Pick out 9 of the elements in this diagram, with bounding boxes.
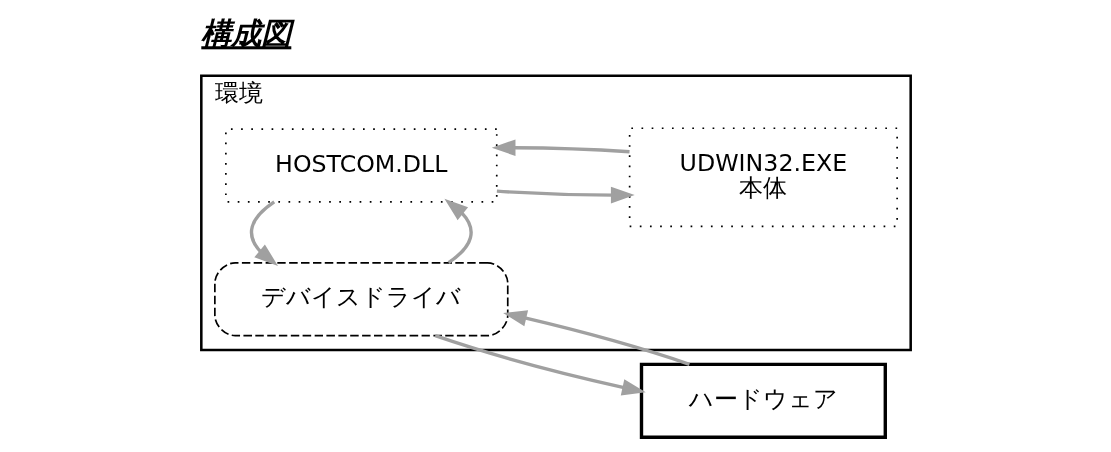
node-box: HOSTCOM.DLL: [224, 128, 498, 203]
arrow: [443, 198, 473, 265]
arrow: [496, 186, 635, 204]
arrow: [502, 310, 690, 366]
arrow: [491, 139, 630, 157]
node-box: ハードウェア: [639, 362, 887, 439]
node-box: デバイスドライバ: [213, 261, 509, 337]
node-box: UDWIN32.EXE 本体: [628, 127, 898, 228]
arrow: [249, 200, 278, 266]
